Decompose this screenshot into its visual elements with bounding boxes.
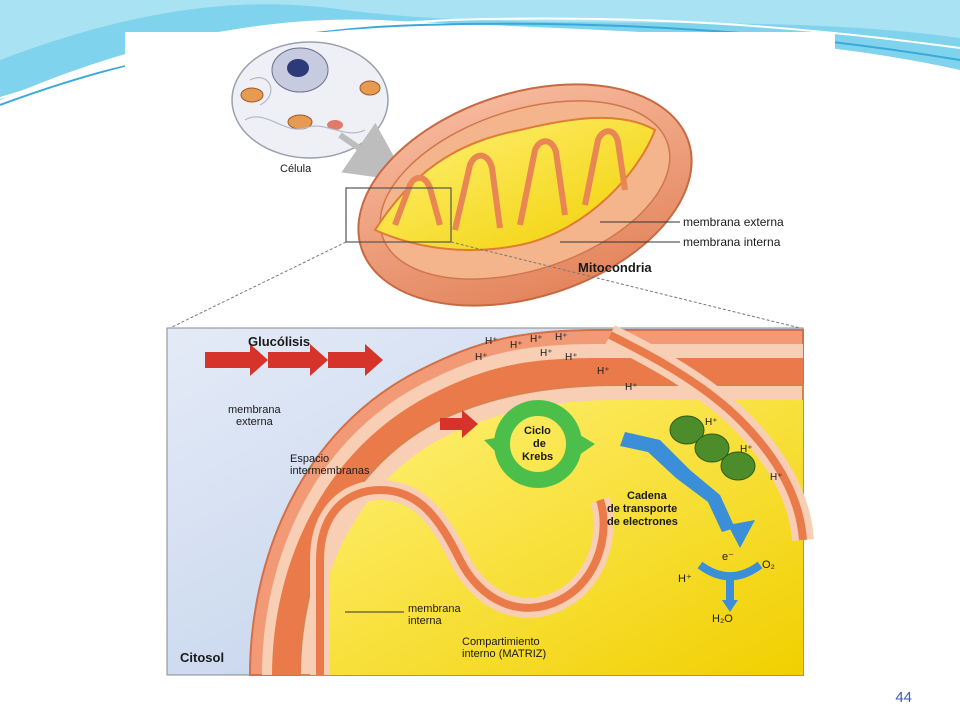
h-ion: H⁺ [485, 336, 498, 347]
mitochondrion-illustration [345, 83, 693, 307]
etc-label-line2: de transporte [607, 503, 677, 515]
inner-membrane-detail-label-line1: membrana [408, 603, 461, 615]
electron-transport-chain [620, 415, 763, 612]
oxygen-label: O₂ [762, 559, 775, 571]
crista [452, 152, 503, 231]
glycolysis-label: Glucólisis [248, 334, 310, 349]
crista [517, 138, 568, 226]
mitochondria-label: Mitocondria [578, 260, 652, 275]
outer-membrane-detail-label-line2: externa [236, 416, 274, 428]
h-ion: H⁺ [597, 366, 610, 377]
krebs-label-line2: de [533, 438, 546, 450]
outer-membrane-label: membrana externa [683, 215, 784, 229]
inner-membrane-label: membrana interna [683, 235, 781, 249]
protein-complex [720, 451, 756, 481]
matrix-label-line1: Compartimiento [462, 636, 540, 648]
krebs-label-line1: Ciclo [524, 425, 551, 437]
crista [582, 128, 628, 206]
cell-to-mito-arrow [338, 122, 408, 182]
cell-illustration [231, 41, 389, 159]
h-ion: H⁺ [475, 352, 488, 363]
h-ion: H⁺ [625, 382, 638, 393]
glycolysis-arrows [205, 344, 478, 438]
protein-complex [669, 415, 705, 445]
proton-label: H⁺ [678, 573, 692, 585]
inner-membrane-detail-label-line2: interna [408, 615, 443, 627]
matrix-label-line2: interno (MATRIZ) [462, 648, 546, 660]
h-ion: H⁺ [530, 334, 543, 345]
header-wave-light [0, 0, 960, 60]
zoom-connector-left [169, 241, 347, 329]
etc-label-line1: Cadena [627, 490, 668, 502]
zoom-box [345, 187, 452, 243]
h-ion: H⁺ [555, 332, 568, 343]
krebs-cycle [484, 400, 595, 488]
h-ion: H⁺ [705, 417, 718, 428]
water-label: H₂O [712, 613, 733, 625]
cell-label: Célula [280, 163, 312, 175]
intermembrane-label-line1: Espacio [290, 453, 329, 465]
etc-label-line3: de electrones [607, 516, 678, 528]
h-ion: H⁺ [770, 472, 783, 483]
h-ion: H⁺ [565, 352, 578, 363]
h-ion: H⁺ [740, 444, 753, 455]
cytosol-label: Citosol [180, 650, 224, 665]
protein-complex [694, 433, 730, 463]
outer-membrane-detail-label-line1: membrana [228, 404, 281, 416]
intermembrane-label-line2: intermembranas [290, 465, 370, 477]
krebs-label-line3: Krebs [522, 451, 553, 463]
header-wave [0, 0, 960, 100]
page-number: 44 [895, 689, 912, 706]
proton-ions: H⁺ H⁺ H⁺ H⁺ H⁺ H⁺ H⁺ H⁺ H⁺ H⁺ H⁺ H⁺ [475, 332, 783, 483]
electron-label: e⁻ [722, 551, 734, 563]
h-ion: H⁺ [510, 340, 523, 351]
h-ion: H⁺ [540, 348, 553, 359]
